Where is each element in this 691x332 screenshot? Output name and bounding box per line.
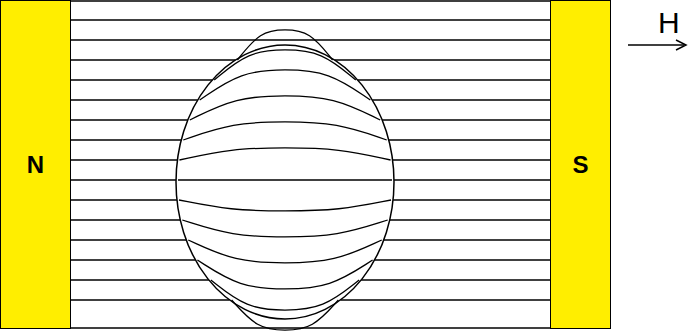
field-line (70, 299, 230, 300)
field-line-inside (179, 200, 391, 211)
field-line (70, 159, 177, 160)
field-line (335, 59, 550, 60)
frame (1, 1, 610, 328)
sample-ellipse (176, 45, 394, 319)
field-line-inside (182, 220, 387, 237)
field-line (372, 99, 550, 100)
field-line (70, 119, 188, 120)
magnet-pole: S (550, 0, 611, 329)
field-line-inside (179, 148, 390, 160)
field-line (394, 179, 550, 180)
field-line (70, 79, 212, 80)
field-label: H (658, 8, 680, 38)
pole-letter: S (572, 151, 588, 179)
field-arrowhead (676, 40, 686, 50)
field-line (384, 239, 550, 240)
field-line (70, 279, 209, 280)
field-line (70, 259, 195, 260)
field-line-inside (232, 300, 339, 330)
field-line (389, 139, 550, 140)
field-line (70, 239, 186, 240)
field-line-inside (178, 179, 392, 180)
field-line-inside (183, 122, 387, 140)
field-line-inside (197, 260, 372, 289)
field-line-inside (214, 50, 356, 80)
field-line (70, 139, 181, 140)
field-line (393, 159, 550, 160)
field-line (358, 79, 550, 80)
field-line (340, 299, 550, 300)
field-line (70, 19, 550, 20)
field-line (390, 219, 550, 220)
magnet-pole: N (0, 0, 71, 329)
field-line (361, 279, 550, 280)
field-line (70, 179, 176, 180)
field-lines (70, 20, 550, 330)
pole-letter: N (27, 151, 44, 179)
field-line (70, 199, 177, 200)
field-line-inside (190, 96, 380, 120)
field-line (70, 39, 550, 40)
field-line (393, 199, 550, 200)
field-line (375, 259, 550, 260)
field-line (70, 219, 180, 220)
field-arrow (628, 44, 684, 46)
field-line-inside (211, 280, 359, 310)
field-line-inside (188, 240, 382, 263)
field-line (70, 59, 235, 60)
field-line (382, 119, 550, 120)
field-line (70, 99, 198, 100)
